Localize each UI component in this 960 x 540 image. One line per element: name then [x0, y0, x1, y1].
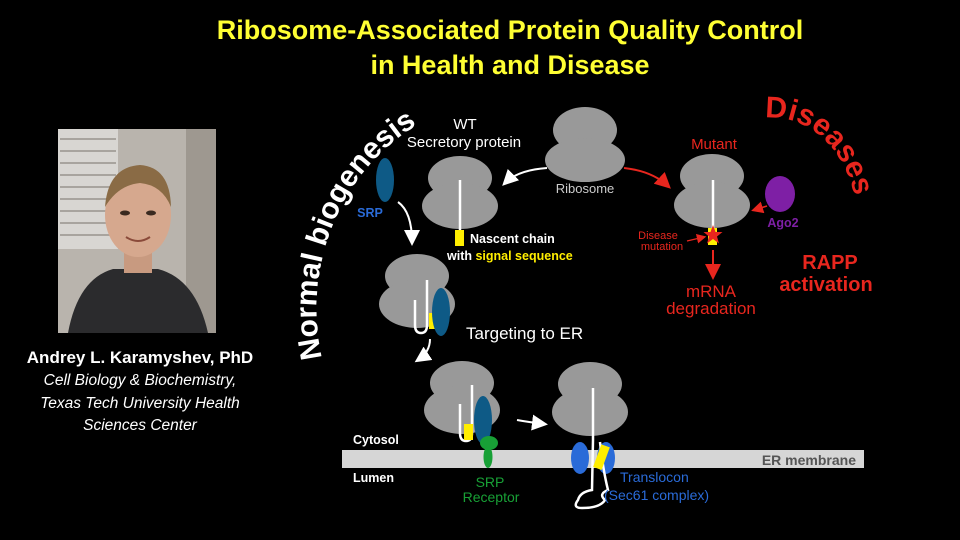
nascent-chain-label: Nascent chain [470, 232, 555, 246]
presenter-name: Andrey L. Karamyshev, PhD [26, 348, 254, 367]
lumen-label: Lumen [353, 471, 394, 485]
nascent-chain-with-label: with signal sequence [446, 249, 573, 263]
disease-mutation-label-2: mutation [641, 241, 683, 253]
mutation-pointer [686, 233, 707, 244]
translocon-label-1: Translocon [620, 469, 689, 485]
cytosol-label: Cytosol [353, 433, 399, 447]
translocating-ribosome [552, 362, 628, 510]
disease-mutation-label-1: Disease [638, 230, 678, 242]
wt-label: WT [453, 116, 476, 133]
free-ribosome [545, 107, 625, 182]
affiliation-line-2: Texas Tech University Health [40, 395, 240, 412]
arrow-to-srp-binding [397, 201, 420, 246]
translocon-label-2: (Sec61 complex) [604, 487, 709, 503]
affiliation-line-3: Sciences Center [83, 417, 197, 434]
arrow-to-wt [502, 167, 548, 186]
ago2-label: Ago2 [767, 216, 798, 230]
mrna-label: mRNA [686, 282, 737, 301]
ago2-protein [765, 176, 795, 212]
srp-bound-ribosome [379, 254, 455, 336]
wt-ribosome [422, 156, 498, 246]
ago2-arrow [751, 201, 768, 214]
secretory-protein-label: Secretory protein [407, 134, 521, 151]
title-line-2: in Health and Disease [370, 50, 650, 80]
srp-receptor-label-2: Receptor [463, 489, 520, 505]
affiliation-line-1: Cell Biology & Biochemistry, [43, 372, 237, 389]
mutant-label: Mutant [691, 136, 738, 153]
arrow-to-membrane [414, 338, 433, 363]
srp-label: SRP [357, 206, 383, 220]
arrow-to-mutant [623, 167, 671, 189]
activation-label: activation [779, 274, 872, 296]
title-line-1: Ribosome-Associated Protein Quality Cont… [216, 15, 804, 45]
srp-receptor-label-1: SRP [476, 474, 505, 490]
ribosome-label: Ribosome [556, 181, 615, 196]
rapp-label: RAPP [802, 252, 858, 274]
arrow-to-translocation [516, 414, 548, 431]
srp-particle [376, 158, 394, 202]
er-membrane-label: ER membrane [762, 452, 856, 468]
receptor-bound-ribosome [424, 361, 500, 468]
degradation-label: degradation [666, 299, 756, 318]
targeting-label: Targeting to ER [466, 324, 583, 343]
mutant-ribosome [674, 154, 750, 245]
presenter-photo [58, 129, 216, 333]
